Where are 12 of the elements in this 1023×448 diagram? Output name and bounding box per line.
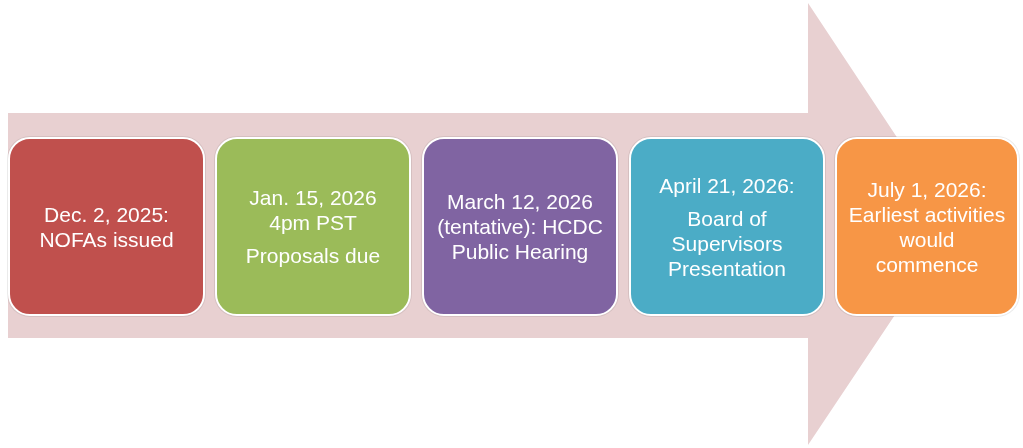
milestone-text: Proposals due <box>245 243 381 268</box>
milestone-box <box>835 137 1019 316</box>
milestone-text: Board of Supervisors Presentation <box>667 205 787 281</box>
milestone-box <box>8 137 205 316</box>
milestone-text: Jan. 15, 2026 4pm PST <box>248 185 378 235</box>
milestone-text: April 21, 2026: <box>659 172 795 198</box>
milestone-text: Dec. 2, 2025: NOFAs issued <box>38 201 175 252</box>
milestone-box <box>215 137 411 316</box>
milestone-text: July 1, 2026: Earliest activities would commence <box>847 176 1007 277</box>
milestone-text: March 12, 2026 (tentative): HCDC Public Hearing <box>436 189 604 264</box>
milestone-box <box>422 137 618 316</box>
milestone-box <box>629 137 825 316</box>
